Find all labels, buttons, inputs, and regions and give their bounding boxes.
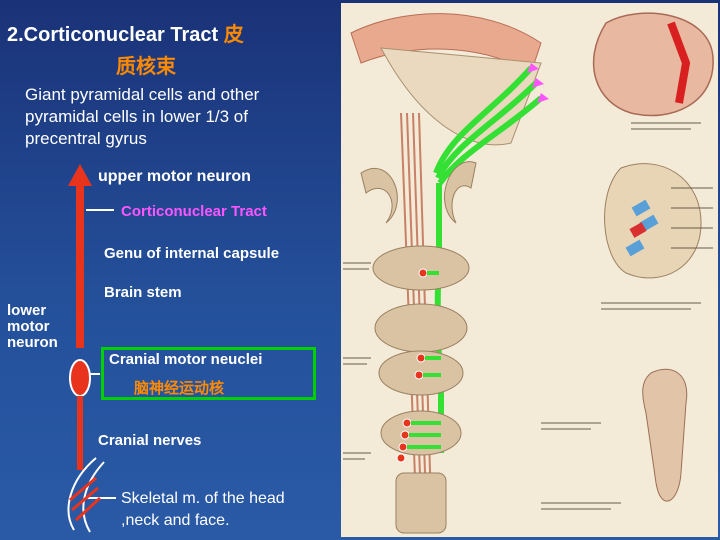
brain-lateral-view bbox=[592, 12, 714, 117]
cortical-neuron-marks bbox=[527, 63, 549, 103]
cranial-nerves-label: Cranial nerves bbox=[98, 432, 202, 449]
brain-stem-label: Brain stem bbox=[104, 284, 182, 301]
slide-title-cn: 质核束 bbox=[116, 54, 176, 78]
lower-motor-neuron-label: lower motor neuron bbox=[7, 302, 58, 351]
brainstem-anterior-view bbox=[642, 368, 688, 502]
anatomy-drawing bbox=[343, 12, 714, 534]
skeletal-muscle-label: Skeletal m. of the head ,neck and face. bbox=[121, 490, 285, 529]
internal-capsule-right bbox=[444, 161, 477, 224]
title-cn-part: 皮 bbox=[223, 22, 244, 46]
cortex-section bbox=[380, 47, 542, 146]
corticonuclear-tract-label: Corticonuclear Tract bbox=[121, 203, 267, 220]
cranial-nuclei-highlight-box bbox=[101, 347, 316, 400]
muscle-fibers-icon bbox=[67, 457, 105, 533]
pons-section bbox=[374, 303, 468, 353]
neuron-soma-icon bbox=[69, 359, 91, 397]
cranial-motor-nuclei-label: Cranial motor neuclei bbox=[109, 351, 263, 368]
spinal-cord-section bbox=[395, 472, 447, 534]
anatomy-illustration bbox=[341, 3, 718, 537]
description: Giant pyramidal cells and other pyramida… bbox=[25, 85, 260, 148]
nuclei-branches bbox=[407, 271, 441, 449]
capsule-red-block bbox=[629, 222, 647, 238]
upper-motor-neuron-label: upper motor neuron bbox=[98, 168, 251, 185]
pathway-diagram bbox=[67, 164, 116, 533]
precentral-gyrus-mark bbox=[667, 21, 691, 104]
cranial-motor-nuclei-cn-label: 脑神经运动核 bbox=[134, 379, 225, 397]
atlas-caption-lines bbox=[343, 122, 713, 510]
slide-title: 2.Corticonuclear Tract 皮 bbox=[7, 22, 244, 46]
arrow-up-icon bbox=[68, 164, 92, 186]
midbrain-section bbox=[372, 245, 470, 291]
genu-label: Genu of internal capsule bbox=[104, 245, 280, 262]
internal-capsule-left bbox=[360, 167, 398, 224]
